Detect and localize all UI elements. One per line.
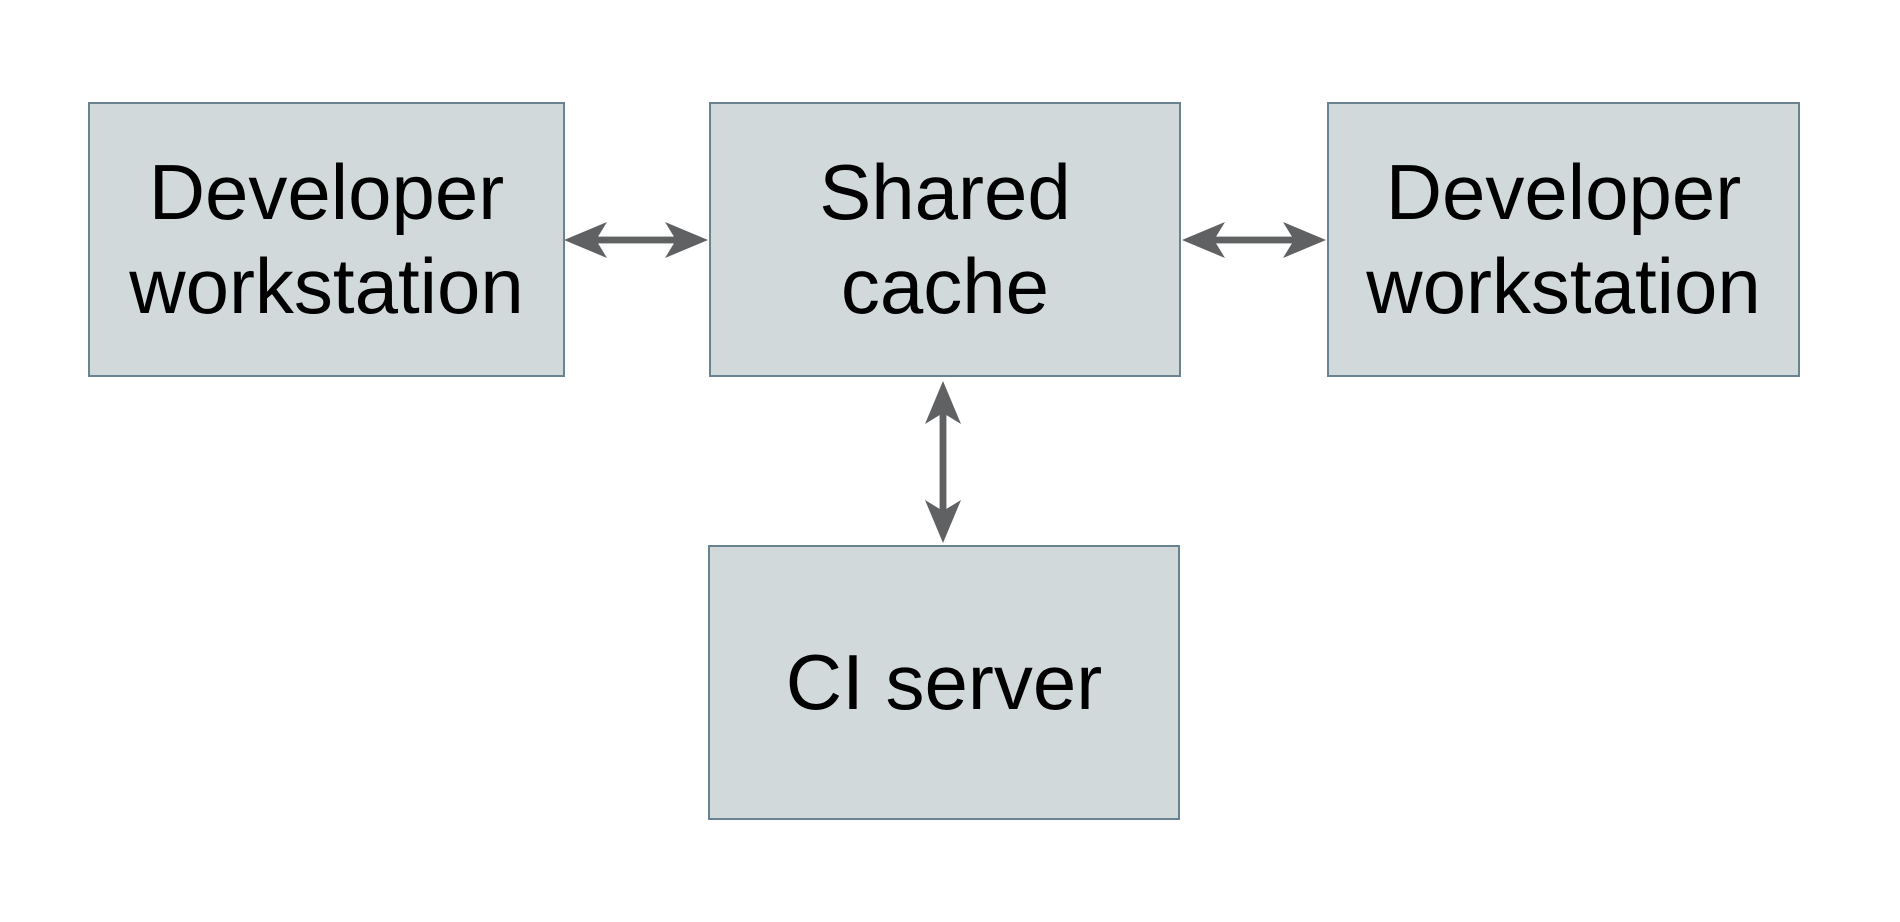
- node-label-line: Developer: [1385, 147, 1742, 236]
- node-label-line: Shared: [819, 147, 1071, 236]
- bidirectional-arrow-devleft-sharedcache-icon: [564, 222, 708, 258]
- node-ci-server: CI server: [708, 545, 1180, 820]
- node-label-line: workstation: [1366, 241, 1761, 330]
- node-developer-workstation-left: Developer workstation: [88, 102, 565, 377]
- node-label-line: cache: [840, 241, 1050, 330]
- node-label-line: Developer: [148, 147, 505, 236]
- node-label-line: CI server: [785, 637, 1103, 726]
- node-shared-cache: Shared cache: [709, 102, 1181, 377]
- node-label-line: workstation: [129, 241, 524, 330]
- bidirectional-arrow-sharedcache-devright-icon: [1182, 222, 1326, 258]
- node-developer-workstation-right: Developer workstation: [1327, 102, 1800, 377]
- bidirectional-arrow-sharedcache-ciserver-icon: [925, 381, 961, 543]
